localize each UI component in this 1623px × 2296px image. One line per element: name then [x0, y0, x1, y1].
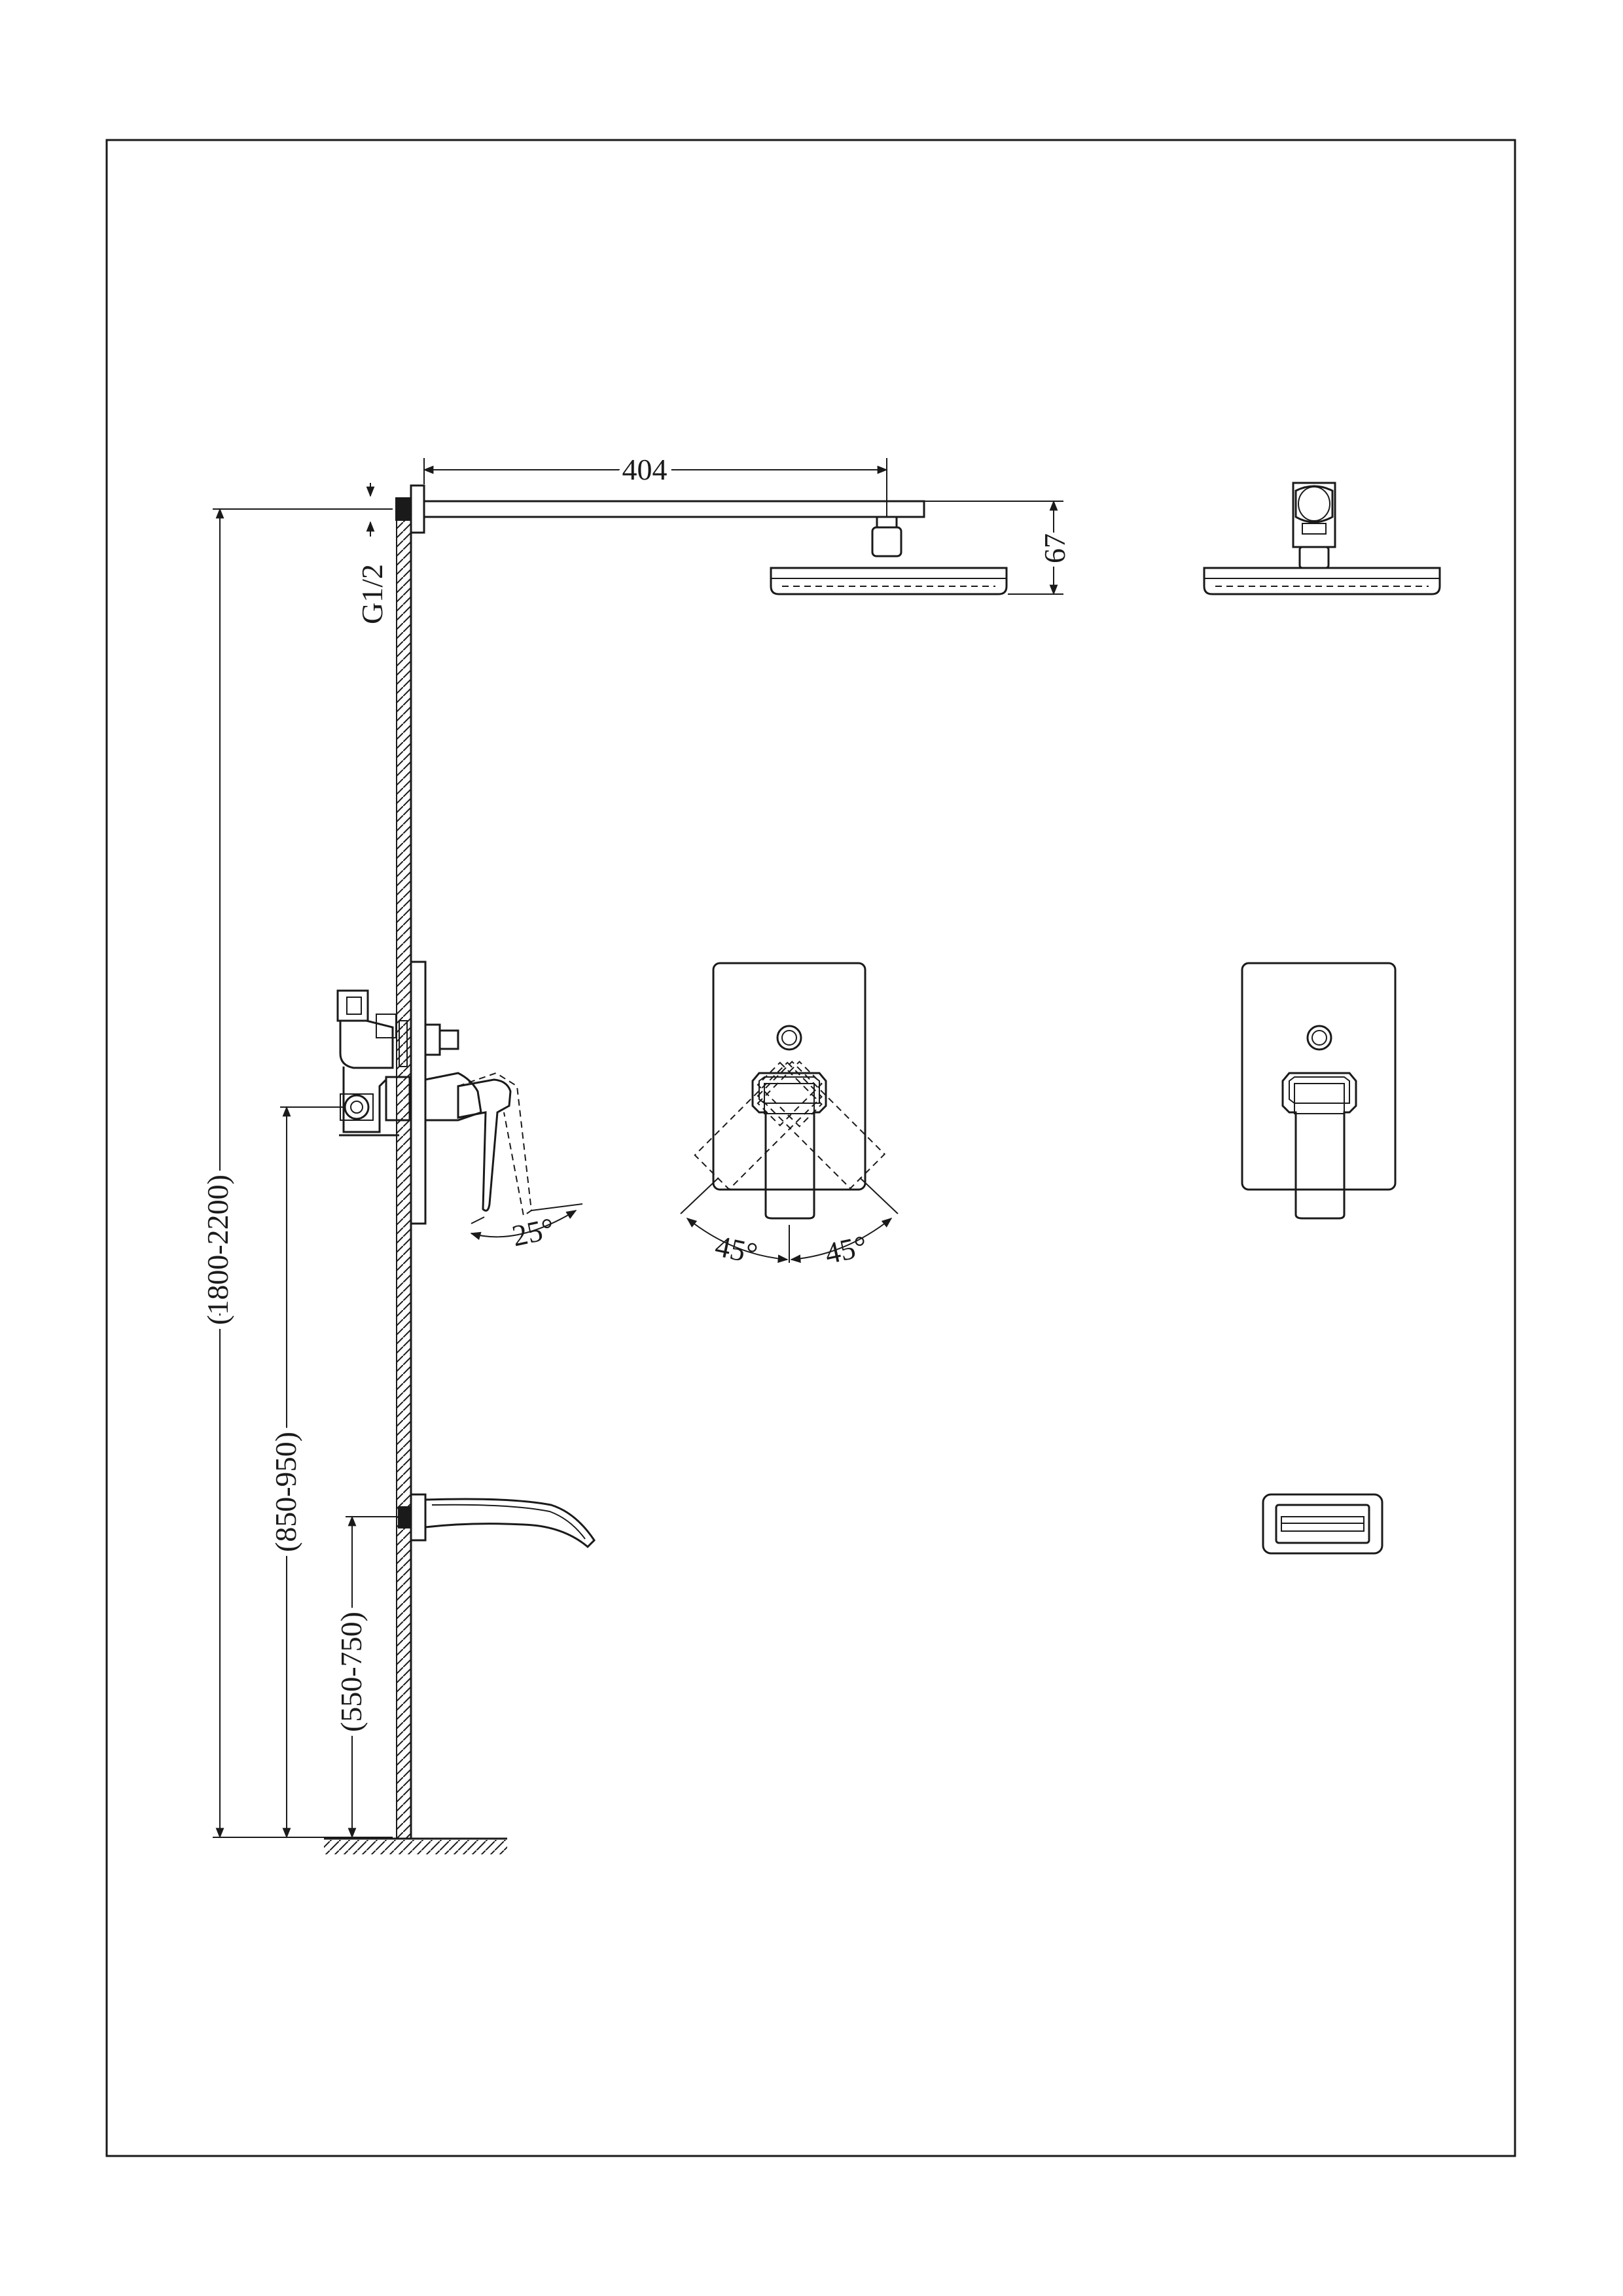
side-view: 404 67 G1/2	[196, 448, 1076, 1854]
total-height-label: (1800-2200)	[201, 1174, 234, 1325]
mixer-front-rotation-view: 45° 45°	[680, 962, 899, 1270]
head-height-dimension	[924, 500, 1063, 595]
arm-wall-flange	[395, 484, 425, 534]
rotated-handle-left	[694, 1061, 823, 1191]
thread-label: G1/2	[355, 564, 389, 624]
mixer-height-dimension	[280, 1106, 346, 1839]
shower-head-front-view	[1203, 482, 1441, 595]
diverter-button	[776, 1025, 802, 1051]
arm-length-dimension	[423, 458, 888, 517]
mixer-lever	[457, 1072, 533, 1217]
mixer-handle-front	[751, 1072, 827, 1220]
mixer-front-view	[1241, 962, 1397, 1220]
lever-angle-dimension	[470, 1203, 583, 1241]
rotation-dimension	[680, 1177, 899, 1263]
drawing-frame	[105, 139, 1516, 2157]
rotation-left-label: 45°	[712, 1229, 760, 1270]
spout-front-view	[1262, 1493, 1383, 1555]
rotation-right-label: 45°	[822, 1229, 870, 1270]
mixer-plate	[712, 962, 866, 1191]
bath-spout	[398, 1493, 596, 1549]
shower-head-side	[770, 516, 1008, 595]
mixer-trim-plate	[410, 961, 482, 1225]
floor	[324, 1837, 507, 1854]
arm-length-label: 404	[622, 453, 668, 486]
shower-arm	[423, 500, 925, 518]
mixer-valve-body	[336, 989, 411, 1137]
spout-height-label: (550-750)	[334, 1612, 368, 1732]
lever-angle-label: 25°	[509, 1211, 558, 1252]
rotated-handle-right	[757, 1061, 886, 1190]
total-height-dimension	[213, 508, 393, 1839]
valve-port	[344, 1094, 370, 1120]
head-height-label: 67	[1038, 533, 1071, 563]
wall	[396, 487, 412, 1839]
spout-height-dimension	[346, 1515, 397, 1839]
mixer-height-label: (850-950)	[269, 1432, 302, 1552]
